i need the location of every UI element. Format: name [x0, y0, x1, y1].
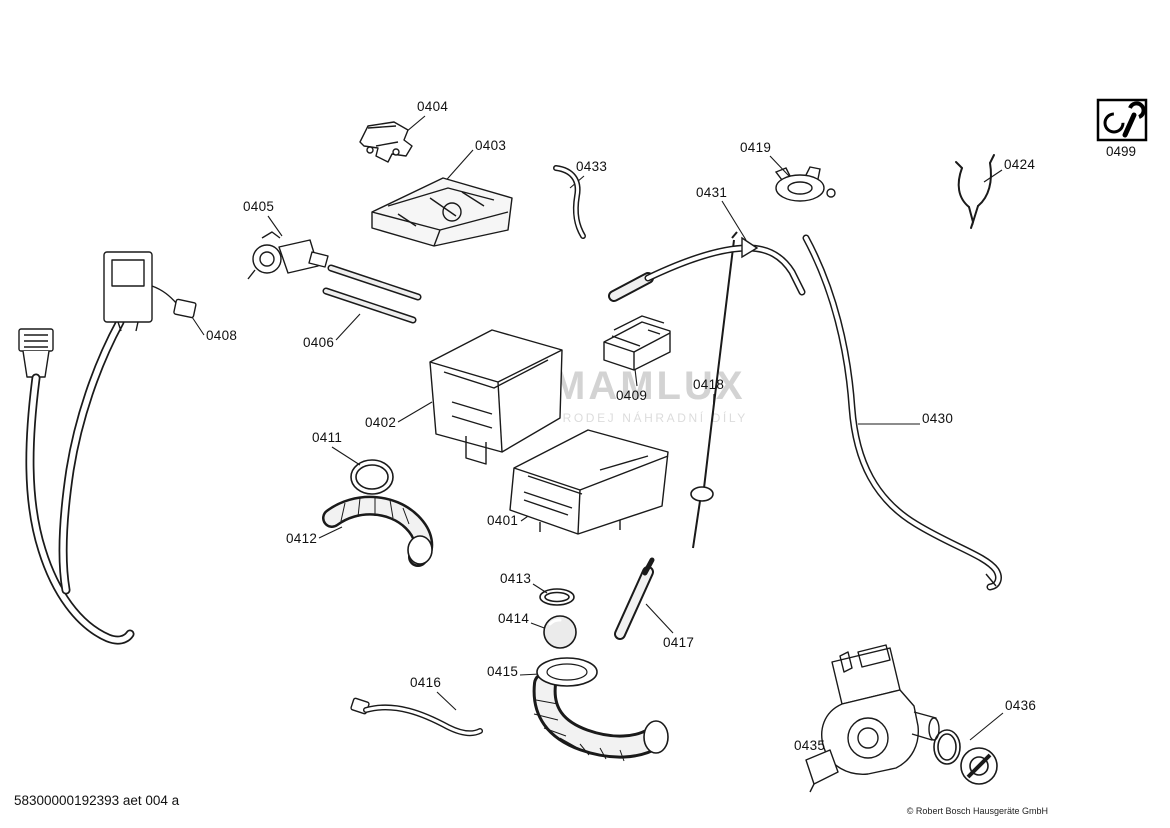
inlet-hose-drawing [18, 251, 153, 645]
part-label-0433: 0433 [576, 159, 608, 174]
part-label-0415: 0415 [487, 664, 519, 679]
part-label-0414: 0414 [498, 611, 530, 626]
part-label-0430: 0430 [922, 411, 954, 426]
part-0404-drawing [359, 121, 413, 163]
part-0431-drawing [608, 236, 806, 302]
part-0419-drawing [774, 166, 836, 202]
part-0415-drawing [532, 657, 669, 762]
part-0417-drawing [614, 557, 655, 640]
part-label-0435: 0435 [794, 738, 826, 753]
part-0414-drawing [543, 615, 577, 649]
wrench-icon [1103, 101, 1146, 138]
part-0416-drawing [350, 697, 483, 737]
part-label-0418: 0418 [693, 377, 725, 392]
part-0405-drawing [247, 231, 329, 280]
part-label-0411: 0411 [312, 430, 343, 445]
part-label-0409: 0409 [616, 388, 648, 403]
part-0402-drawing [429, 329, 563, 465]
part-label-0413: 0413 [500, 571, 532, 586]
part-label-0416: 0416 [410, 675, 442, 690]
part-label-0424: 0424 [1004, 157, 1036, 172]
part-0418-drawing [690, 231, 738, 549]
part-label-0419: 0419 [740, 140, 772, 155]
part-0406-drawing [322, 264, 422, 324]
part-label-0499: 0499 [1106, 144, 1137, 159]
part-0401-drawing [509, 429, 669, 535]
part-label-0408: 0408 [206, 328, 238, 343]
part-label-0436: 0436 [1005, 698, 1037, 713]
part-label-0412: 0412 [286, 531, 318, 546]
document-number: 58300000192393 aet 004 a [14, 793, 180, 808]
part-label-0431: 0431 [696, 185, 728, 200]
part-0435-drawing [805, 644, 940, 793]
part-0408-drawing [151, 285, 197, 319]
part-label-0404: 0404 [417, 99, 449, 114]
part-label-0405: 0405 [243, 199, 275, 214]
part-0403-drawing [371, 177, 513, 247]
part-label-0402: 0402 [365, 415, 397, 430]
part-0424-drawing [955, 154, 995, 229]
part-label-0403: 0403 [475, 138, 507, 153]
copyright-notice: © Robert Bosch Hausgeräte GmbH [906, 806, 1048, 816]
part-0412-drawing [322, 495, 434, 567]
part-0411-drawing [350, 459, 394, 495]
part-0409-drawing [603, 315, 671, 371]
part-0436-drawing [933, 729, 998, 785]
toolbox-icon-box [1096, 98, 1148, 142]
part-0413-drawing [539, 588, 575, 606]
part-label-0401: 0401 [487, 513, 519, 528]
part-label-0417: 0417 [663, 635, 695, 650]
part-0430-drawing [802, 234, 1002, 591]
part-0433-drawing [553, 165, 586, 239]
part-label-0406: 0406 [303, 335, 335, 350]
